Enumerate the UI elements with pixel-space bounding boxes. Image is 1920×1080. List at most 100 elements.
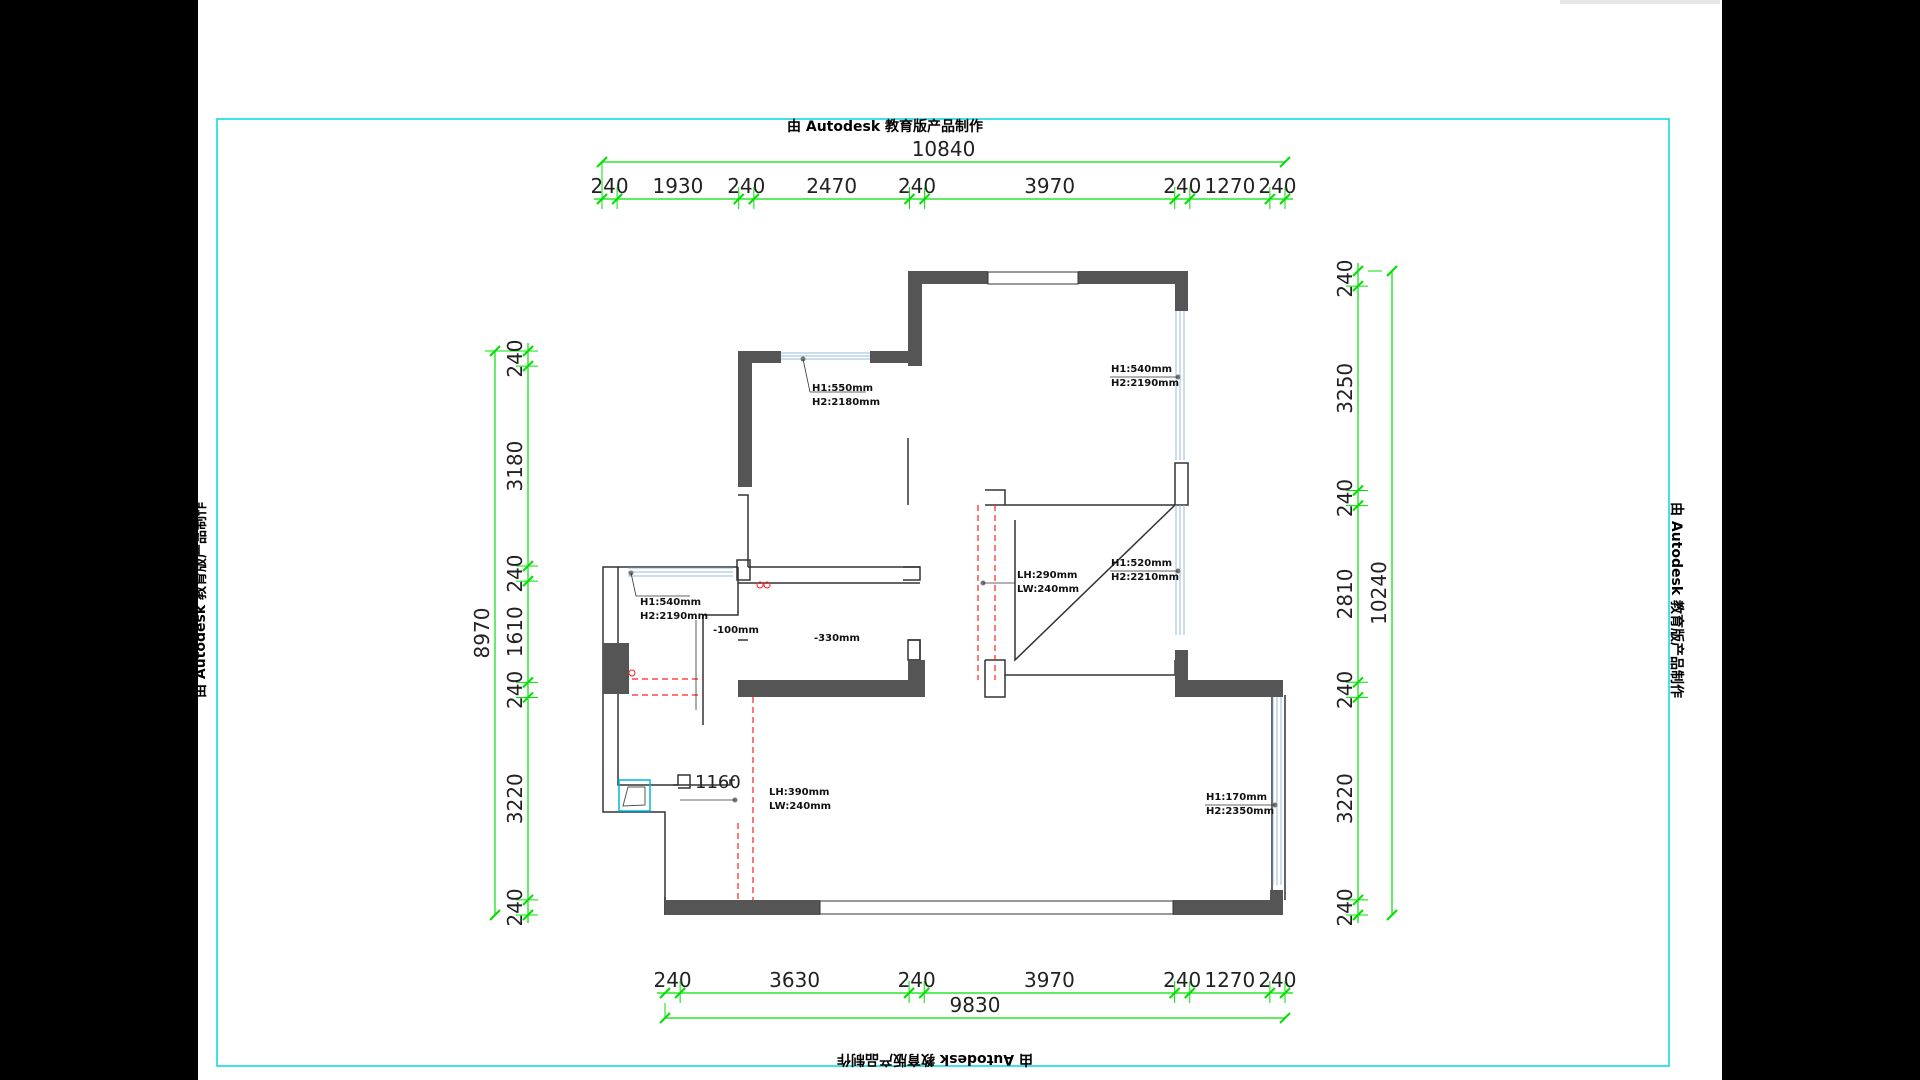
floor-plan (602, 271, 1286, 915)
bottom-dim-label-3: 3970 (1024, 968, 1075, 992)
top-dim-tick-8 (1264, 193, 1276, 205)
left-dim-label-2: 240 (503, 554, 527, 592)
watermark-left: 由 Autodesk 教育版产品制作 (192, 502, 209, 698)
balcony-window-h1: H1:540mm (640, 597, 701, 608)
balcony-window-h2: H2:2190mm (640, 611, 708, 622)
bath-window-h2: H2:2210mm (1111, 572, 1179, 583)
right-dim-tick-5 (1352, 691, 1364, 704)
left-dim-label-4: 240 (503, 671, 527, 709)
top-dim-tick-5 (918, 193, 931, 205)
right-dim-label-3: 2810 (1333, 568, 1357, 619)
left-dim-label-1: 3180 (503, 441, 527, 492)
top-dim-tick-2 (733, 193, 745, 205)
left-dim-label-0: 240 (503, 339, 527, 377)
top-dim-label-4: 240 (898, 174, 936, 198)
top-dim-label-7: 1270 (1204, 174, 1255, 198)
top-dim-tick-7 (1184, 193, 1196, 205)
right-dim-total-label: 10240 (1367, 561, 1391, 625)
bottom-dim-total-tick-end (1279, 1012, 1291, 1024)
top-dim-label-3: 2470 (806, 174, 857, 198)
bottom-dim-total-label: 9830 (950, 993, 1001, 1017)
bottom-dim-tick-5 (1184, 987, 1196, 999)
left-dim-tick-3 (522, 575, 534, 587)
bottom-dim-label-0: 240 (653, 968, 691, 992)
right-dim-tick-0 (1352, 265, 1364, 277)
left-dim-tick-0 (522, 345, 534, 357)
master-window-h1: H1:540mm (1111, 364, 1172, 375)
right-dim-total-tick-end (1386, 909, 1398, 921)
top-dim-tick-3 (748, 193, 760, 205)
living-beam-lh: LH:390mm (769, 787, 829, 798)
right-dim-total-tick-start (1386, 265, 1398, 277)
left-dim-tick-4 (522, 676, 534, 689)
left-dim-tick-6 (522, 894, 534, 906)
right-dim-tick-2 (1352, 484, 1364, 497)
bottom-dim-tick-6 (1264, 987, 1276, 999)
top-dim-total-label: 10840 (912, 137, 976, 161)
top-dim-label-6: 240 (1163, 174, 1201, 198)
bottom-dim-tick-4 (1168, 987, 1181, 999)
top-dim-tick-4 (903, 193, 916, 205)
annotations: H1:550mm H2:2180mm H1:540mm H2:2190mm H1… (640, 364, 1274, 817)
bottom-dim-label-4: 240 (1163, 968, 1201, 992)
bottom-dim-tick-1 (674, 987, 686, 999)
bottom-dim-tick-2 (903, 987, 915, 999)
corridor-level: -330mm (814, 633, 860, 644)
bath-beam-lh: LH:290mm (1017, 570, 1077, 581)
left-dim-tick-7 (522, 909, 534, 921)
top-dim-tick-9 (1279, 193, 1291, 205)
top-dim-label-0: 240 (590, 174, 628, 198)
drawing-frame (216, 118, 1670, 1067)
bath-window-h1: H1:520mm (1111, 558, 1172, 569)
right-dim-label-4: 240 (1333, 671, 1357, 709)
bottom-dim-label-1: 3630 (769, 968, 820, 992)
right-dim-tick-3 (1352, 499, 1364, 512)
watermark-right: 由 Autodesk 教育版产品制作 (1668, 502, 1685, 698)
small-dimension: 1160 (695, 772, 741, 793)
bottom-dim-label-6: 240 (1258, 968, 1296, 992)
bottom-dim-label-5: 1270 (1204, 968, 1255, 992)
left-dim-tick-2 (522, 560, 534, 572)
top-dim-label-5: 3970 (1024, 174, 1075, 198)
right-dim-tick-1 (1352, 280, 1364, 292)
left-dim-tick-5 (522, 691, 534, 704)
paper (198, 0, 1722, 1080)
watermark-bottom: 由 Autodesk 教育版产品制作 (837, 1051, 1033, 1068)
top-right-notch (1560, 0, 1720, 4)
bottom-dim-tick-3 (918, 987, 930, 999)
bath-beam-lw: LW:240mm (1017, 584, 1079, 595)
right-dim-label-6: 240 (1333, 888, 1357, 926)
right-dim-label-2: 240 (1333, 479, 1357, 517)
top-dim-label-1: 1930 (652, 174, 703, 198)
right-dim-tick-4 (1352, 676, 1364, 689)
left-dim-label-6: 240 (503, 888, 527, 926)
left-dim-label-3: 1610 (503, 606, 527, 657)
kitchen-level: -100mm (713, 625, 759, 636)
right-dim-label-1: 3250 (1333, 363, 1357, 414)
top-dim-tick-0 (596, 193, 608, 205)
bottom-dim-tick-7 (1279, 987, 1291, 999)
watermark-top: 由 Autodesk 教育版产品制作 (787, 118, 983, 135)
top-dim-tick-1 (611, 193, 623, 205)
right-dim-tick-7 (1352, 909, 1364, 921)
left-dim-tick-1 (522, 360, 534, 372)
left-dim-total-tick-end (489, 909, 501, 921)
bottom-dim-tick-0 (659, 987, 671, 999)
top-dim-label-2: 240 (727, 174, 765, 198)
left-dim-label-5: 3220 (503, 773, 527, 824)
right-dim-tick-6 (1352, 894, 1364, 906)
left-dim-total-label: 8970 (470, 608, 494, 659)
living-beam-lw: LW:240mm (769, 801, 831, 812)
living-window-h2: H2:2350mm (1206, 806, 1274, 817)
living-window-h1: H1:170mm (1206, 792, 1267, 803)
master-window-h2: H2:2190mm (1111, 378, 1179, 389)
right-dim-label-5: 3220 (1333, 773, 1357, 824)
fixture-icon (618, 779, 651, 812)
right-dim-label-0: 240 (1333, 259, 1357, 297)
bottom-dim-label-2: 240 (898, 968, 936, 992)
bedroom2-window-h1: H1:550mm (812, 383, 873, 394)
top-dim-label-8: 240 (1258, 174, 1296, 198)
top-dim-tick-6 (1169, 193, 1181, 205)
